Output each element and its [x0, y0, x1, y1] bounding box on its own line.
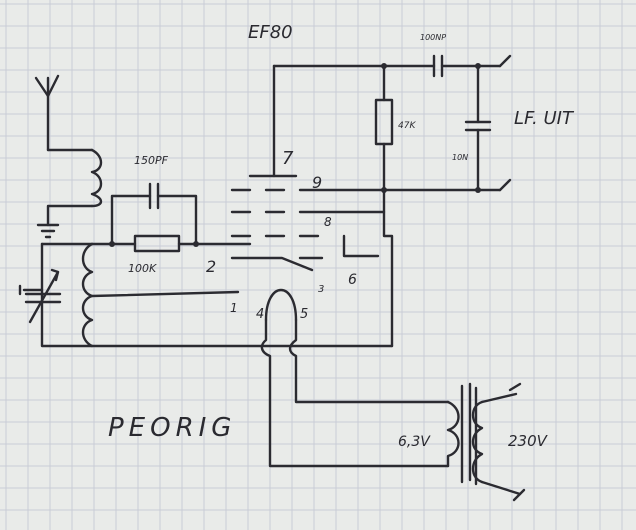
pentode-tube	[230, 64, 386, 272]
antenna-coil	[46, 148, 103, 227]
plate-circuit	[272, 54, 512, 348]
tube-label: EF80	[248, 22, 293, 43]
pin-label-2: 2	[206, 257, 216, 276]
cap-right-label: 10N	[452, 153, 468, 162]
grid-cap-label: 150PF	[134, 154, 169, 167]
pin-label-3: 3	[318, 284, 324, 295]
pin-label-4: 4	[256, 307, 264, 322]
heater-circuit	[260, 289, 450, 468]
grid-leak-network	[90, 182, 252, 253]
ground-icon	[36, 223, 60, 239]
footer-label: PEORIG	[108, 413, 236, 443]
grid-resistor-label: 100K	[128, 262, 157, 275]
antenna-icon	[34, 74, 60, 152]
tuned-coil	[81, 242, 94, 348]
resistor-plate-label: 47K	[398, 121, 416, 131]
mains-label: 230V	[508, 432, 549, 450]
pin-label-5: 5	[300, 307, 308, 322]
transformer	[446, 382, 526, 502]
cap-top-label: 100NP	[420, 33, 446, 42]
variable-capacitor	[18, 268, 62, 324]
heater-label: 6,3V	[398, 434, 431, 450]
output-label: LF. UIT	[514, 108, 575, 129]
pin-label-8: 8	[324, 215, 332, 229]
pin-label-6: 6	[348, 272, 357, 288]
screen-grid-lead	[342, 234, 380, 258]
pin-label-9: 9	[312, 173, 322, 192]
pin-label-7: 7	[282, 148, 294, 169]
pin-label-1: 1	[230, 301, 238, 315]
ground-bus	[40, 242, 394, 348]
